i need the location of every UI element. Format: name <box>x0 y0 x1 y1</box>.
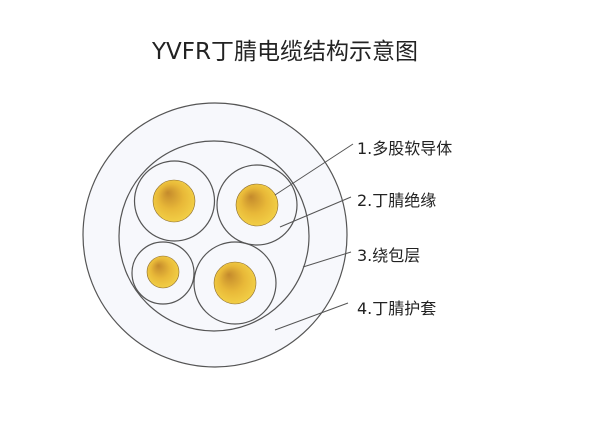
leader-line-2 <box>279 196 352 228</box>
leader-line-4 <box>274 302 349 331</box>
conductor-3 <box>146 255 180 289</box>
label-wrapping: 3.绕包层 <box>357 246 421 265</box>
label-sheath: 4.丁腈护套 <box>357 299 437 318</box>
leader-line-3 <box>302 251 352 268</box>
conductor-1 <box>152 179 196 223</box>
label-insulation: 2.丁腈绝缘 <box>357 191 437 210</box>
leader-line-1 <box>274 143 354 196</box>
conductor-2 <box>235 183 279 227</box>
label-conductor: 1.多股软导体 <box>357 139 453 158</box>
conductor-4 <box>213 261 257 305</box>
diagram-title: YVFR丁腈电缆结构示意图 <box>152 39 418 65</box>
